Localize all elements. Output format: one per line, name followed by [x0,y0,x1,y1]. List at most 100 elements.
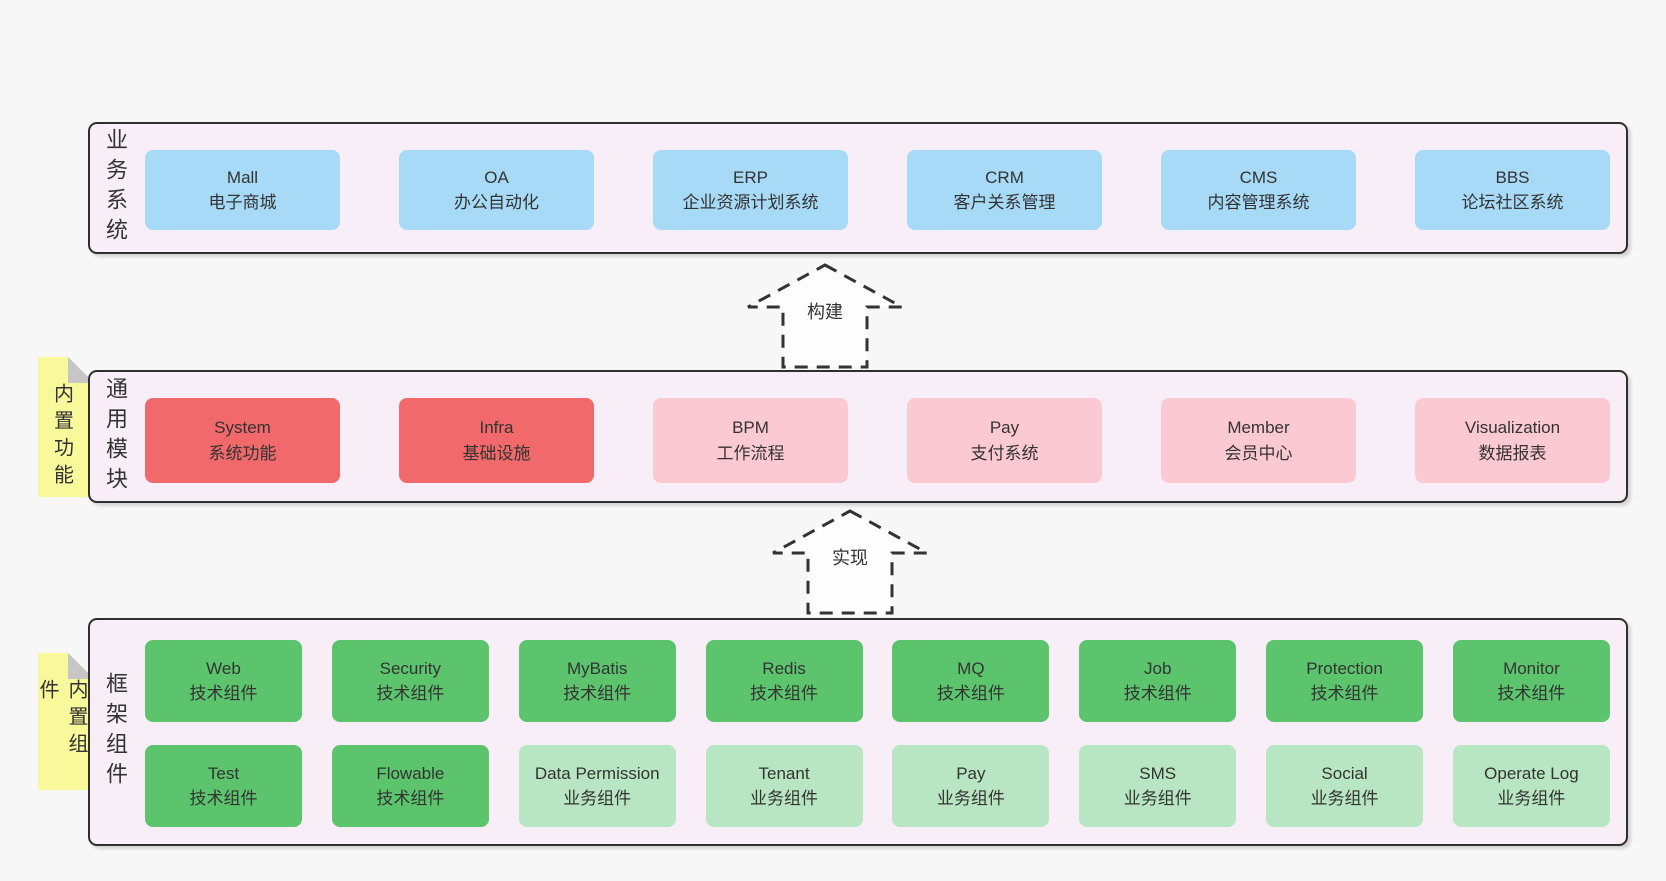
box-bbs: BBS 论坛社区系统 [1415,150,1610,230]
layer-common-modules: 通用模块 System 系统功能 Infra 基础设施 BPM 工作流程 Pay… [88,370,1628,503]
arrow-build-label: 构建 [802,296,848,326]
box-job: Job 技术组件 [1079,640,1237,722]
box-subtitle: 技术组件 [1123,684,1192,703]
box-subtitle: 技术组件 [189,684,258,703]
box-title: Social [1321,763,1368,783]
layer-framework-components: 框架组件 Web 技术组件 Security 技术组件 MyBatis 技术组件… [88,618,1628,846]
box-title: Infra [479,418,514,437]
box-title: Member [1227,418,1290,437]
box-subtitle: 业务组件 [1497,789,1566,808]
box-system: System 系统功能 [145,398,340,483]
box-mall: Mall 电子商城 [145,150,340,230]
box-social: Social 业务组件 [1266,745,1424,827]
box-subtitle: 技术组件 [376,684,445,703]
box-subtitle: 技术组件 [563,684,632,703]
framework-row-1: Web 技术组件 Security 技术组件 MyBatis 技术组件 Redi… [145,640,1610,722]
box-title: CRM [985,167,1024,187]
box-subtitle: 业务组件 [563,789,632,808]
box-crm: CRM 客户关系管理 [907,150,1102,230]
box-title: Protection [1306,658,1383,678]
box-pay-business: Pay 业务组件 [892,745,1050,827]
box-web: Web 技术组件 [145,640,302,722]
box-title: Test [207,763,240,783]
box-infra: Infra 基础设施 [399,398,594,483]
box-subtitle: 客户关系管理 [953,193,1056,212]
box-title: Pay [989,418,1020,437]
box-title: Job [1144,658,1172,678]
box-title: MyBatis [566,658,628,678]
box-title: Pay [956,763,986,783]
box-subtitle: 技术组件 [750,684,819,703]
box-subtitle: 数据报表 [1478,443,1547,463]
box-redis: Redis 技术组件 [705,640,863,722]
box-member: Member 会员中心 [1161,398,1356,483]
box-test: Test 技术组件 [145,745,302,827]
box-subtitle: 技术组件 [376,789,445,808]
arrow-implement-label: 实现 [827,542,873,572]
box-title: OA [484,167,509,187]
box-subtitle: 企业资源计划系统 [682,193,819,212]
modules-boxes-row: System 系统功能 Infra 基础设施 BPM 工作流程 Pay 支付系统… [145,398,1610,483]
box-subtitle: 支付系统 [970,443,1039,463]
sticky-tab-built-in-components: 内置组件 [38,653,94,790]
box-subtitle: 业务组件 [1123,789,1192,808]
box-title: Security [379,658,442,678]
box-title: Mall [226,167,259,187]
box-title: Data Permission [534,763,660,783]
box-protection: Protection 技术组件 [1266,640,1424,722]
box-erp: ERP 企业资源计划系统 [653,150,848,230]
box-oa: OA 办公自动化 [399,150,594,230]
box-subtitle: 技术组件 [1497,684,1566,703]
box-title: CMS [1239,167,1278,187]
box-pay: Pay 支付系统 [907,398,1102,483]
layer-label-common-modules: 通用模块 [103,376,128,497]
layer-label-framework-components: 框架组件 [103,672,128,792]
arrow-implement: 实现 [765,506,935,618]
box-title: Flowable [376,763,445,783]
box-title: Visualization [1464,418,1561,437]
box-data-permission: Data Permission 业务组件 [518,745,676,827]
layer-business-systems: 业务系统 Mall 电子商城 OA 办公自动化 ERP 企业资源计划系统 CRM… [88,122,1628,254]
box-subtitle: 系统功能 [208,443,277,463]
box-subtitle: 办公自动化 [454,193,539,212]
business-boxes-row: Mall 电子商城 OA 办公自动化 ERP 企业资源计划系统 CRM 客户关系… [145,150,1610,230]
sticky-tab-built-in-features: 内置功能 [38,357,94,497]
box-title: SMS [1139,763,1177,783]
box-subtitle: 论坛社区系统 [1461,193,1564,212]
box-tenant: Tenant 业务组件 [705,745,863,827]
box-cms: CMS 内容管理系统 [1161,150,1356,230]
box-subtitle: 内容管理系统 [1207,193,1310,212]
box-subtitle: 业务组件 [750,789,819,808]
box-flowable: Flowable 技术组件 [331,745,489,827]
box-subtitle: 技术组件 [1310,684,1379,703]
layer-label-business-systems: 业务系统 [103,128,128,248]
box-title: ERP [733,167,768,187]
box-mybatis: MyBatis 技术组件 [518,640,676,722]
box-sms: SMS 业务组件 [1079,745,1237,827]
box-mq: MQ 技术组件 [892,640,1050,722]
box-monitor: Monitor 技术组件 [1452,640,1610,722]
sticky-tab-label: 内置组件 [36,679,87,760]
box-title: Tenant [758,763,810,783]
box-subtitle: 业务组件 [936,789,1005,808]
box-title: Redis [762,658,806,678]
box-title: System [214,418,271,437]
box-subtitle: 业务组件 [1310,789,1379,808]
box-bpm: BPM 工作流程 [653,398,848,483]
box-subtitle: 会员中心 [1224,443,1293,463]
box-title: MQ [957,658,985,678]
arrow-build: 构建 [740,260,910,372]
box-visualization: Visualization 数据报表 [1415,398,1610,483]
box-title: BBS [1495,167,1530,187]
box-subtitle: 电子商城 [208,193,277,212]
box-subtitle: 技术组件 [189,789,258,808]
box-title: BPM [732,418,769,437]
sticky-tab-label: 内置功能 [50,383,73,491]
box-subtitle: 技术组件 [936,684,1005,703]
box-subtitle: 基础设施 [462,443,531,463]
box-title: Monitor [1503,658,1560,678]
box-title: Operate Log [1484,763,1579,783]
box-title: Web [206,658,241,678]
box-security: Security 技术组件 [331,640,489,722]
box-subtitle: 工作流程 [716,443,785,463]
